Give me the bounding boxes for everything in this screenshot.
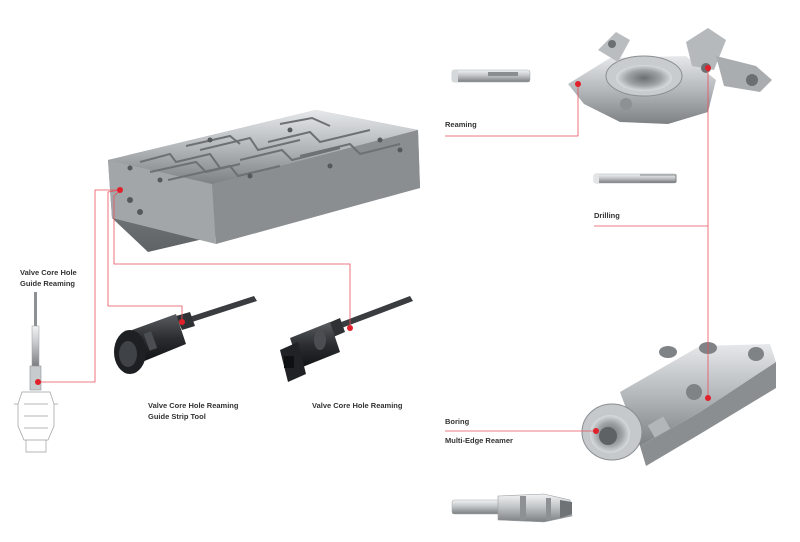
label-drilling: Drilling xyxy=(594,211,620,220)
marker-guide-strip xyxy=(179,319,185,325)
markers xyxy=(35,65,711,434)
label-valve-guide-reaming-line2: Guide Reaming xyxy=(20,279,76,288)
label-reaming: Reaming xyxy=(445,120,477,129)
valve-core-reaming-tool-image xyxy=(280,296,413,382)
marker-plate xyxy=(117,187,123,193)
guide-reaming-tool-image xyxy=(14,292,58,453)
label-guide-strip-tool-line1: Valve Core Hole Reaming xyxy=(148,401,239,410)
label-multi-edge-reamer: Multi-Edge Reamer xyxy=(445,436,513,445)
reaming-tool-image xyxy=(451,69,531,83)
valve-body-plate-image xyxy=(108,110,420,252)
label-valve-core-reaming: Valve Core Hole Reaming xyxy=(312,401,403,410)
marker-cylinder-top xyxy=(705,395,711,401)
line-guide-reaming xyxy=(38,189,120,383)
steering-knuckle-image xyxy=(568,28,772,124)
marker-valve-core xyxy=(347,325,353,331)
label-boring: Boring xyxy=(445,417,470,426)
marker-knuckle-right xyxy=(705,65,711,71)
line-valve-core xyxy=(113,189,351,328)
multi-edge-reamer-image xyxy=(451,493,573,523)
master-cylinder-image xyxy=(581,342,776,466)
marker-cylinder-bore xyxy=(593,428,599,434)
line-reaming xyxy=(445,84,579,137)
label-valve-guide-reaming-line1: Valve Core Hole xyxy=(20,268,77,277)
callout-lines xyxy=(38,68,709,432)
marker-guide-reaming xyxy=(35,379,41,385)
label-valve-guide-reaming: Valve Core Hole Guide Reaming xyxy=(20,267,77,289)
label-guide-strip-tool-line2: Guide Strip Tool xyxy=(148,412,206,421)
line-guide-strip xyxy=(107,189,183,322)
drilling-tool-image xyxy=(593,173,677,184)
marker-knuckle-left xyxy=(575,81,581,87)
guide-strip-tool-image xyxy=(114,296,257,374)
label-guide-strip-tool: Valve Core Hole Reaming Guide Strip Tool xyxy=(148,400,238,422)
